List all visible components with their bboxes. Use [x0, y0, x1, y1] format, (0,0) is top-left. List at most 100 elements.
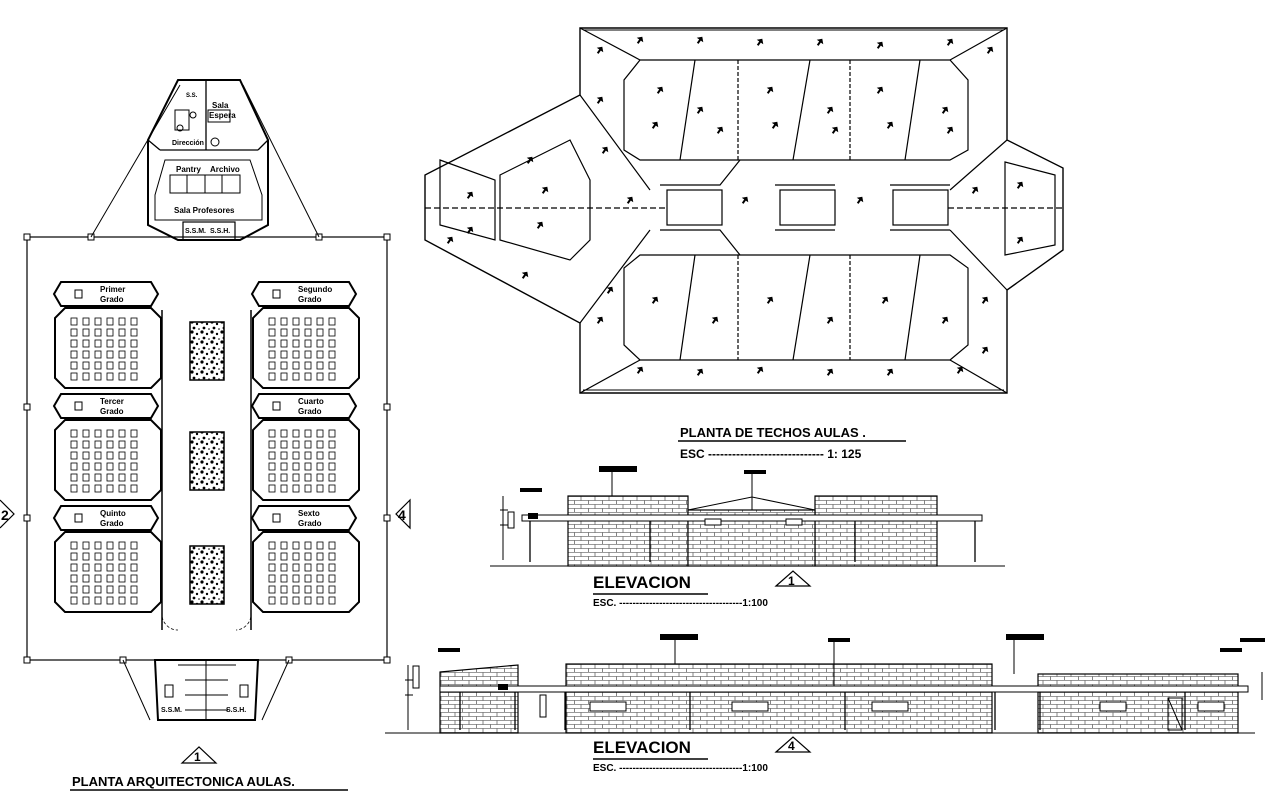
desk	[328, 339, 336, 348]
drainage-arrow-icon	[971, 186, 979, 194]
desk	[82, 372, 90, 381]
desk	[106, 574, 114, 583]
axis-left-label: 2	[1, 507, 9, 523]
desk	[130, 563, 138, 572]
drainage-arrow-icon	[596, 316, 604, 324]
drainage-arrow-icon	[876, 86, 884, 94]
classroom-name-line1: Segundo	[298, 285, 332, 294]
desk	[130, 372, 138, 381]
desk	[292, 574, 300, 583]
desk	[280, 484, 288, 493]
desk	[130, 317, 138, 326]
drainage-arrow-icon	[696, 36, 704, 44]
desk	[106, 484, 114, 493]
desk	[70, 429, 78, 438]
desk	[118, 440, 126, 449]
desk	[118, 361, 126, 370]
desk	[328, 372, 336, 381]
desk	[106, 339, 114, 348]
desk	[94, 462, 102, 471]
desk	[328, 585, 336, 594]
admin-block	[147, 79, 269, 241]
desk	[292, 552, 300, 561]
classroom-name-line1: Quinto	[100, 509, 126, 518]
desk	[268, 574, 276, 583]
desk	[304, 552, 312, 561]
desk	[292, 339, 300, 348]
drainage-arrow-icon	[981, 346, 989, 354]
desk	[304, 361, 312, 370]
desk	[118, 372, 126, 381]
desk	[82, 328, 90, 337]
desk	[316, 473, 324, 482]
desk	[292, 462, 300, 471]
desk	[316, 451, 324, 460]
desk	[280, 317, 288, 326]
desk	[268, 484, 276, 493]
drainage-arrow-icon	[941, 316, 949, 324]
elevation-1-title: ELEVACION	[593, 573, 691, 592]
desk	[292, 317, 300, 326]
desk	[118, 585, 126, 594]
desk	[106, 473, 114, 482]
desk	[82, 563, 90, 572]
desk	[328, 361, 336, 370]
admin-sala-label: Sala	[212, 101, 229, 110]
drainage-arrow-icon	[596, 96, 604, 104]
desk	[106, 552, 114, 561]
desk	[106, 451, 114, 460]
desk	[328, 596, 336, 605]
roof-plan-title: PLANTA DE TECHOS AULAS .	[680, 425, 866, 440]
desk	[280, 541, 288, 550]
desk	[328, 429, 336, 438]
desk	[130, 552, 138, 561]
admin-direccion-label: Dirección	[172, 140, 204, 147]
classroom-name-line1: Sexto	[298, 509, 320, 518]
classroom-name-line1: Cuarto	[298, 397, 324, 406]
desk	[118, 451, 126, 460]
desk	[94, 585, 102, 594]
desk	[82, 339, 90, 348]
desk	[292, 585, 300, 594]
desk	[316, 574, 324, 583]
desk	[316, 462, 324, 471]
desk	[268, 372, 276, 381]
desk	[280, 372, 288, 381]
drainage-arrow-icon	[941, 106, 949, 114]
desk	[304, 328, 312, 337]
drainage-arrow-icon	[526, 156, 534, 164]
desk	[118, 473, 126, 482]
desk	[94, 484, 102, 493]
admin-ssm-label: S.S.M.	[185, 228, 206, 235]
drainage-arrow-icon	[651, 296, 659, 304]
desk	[82, 574, 90, 583]
desk	[70, 350, 78, 359]
desk	[94, 563, 102, 572]
classroom-name-line2: Grado	[100, 295, 124, 304]
desk	[268, 585, 276, 594]
drainage-arrow-icon	[876, 41, 884, 49]
classroom-name-line2: Grado	[100, 407, 124, 416]
desk	[316, 563, 324, 572]
desk	[70, 317, 78, 326]
desk	[118, 596, 126, 605]
desk	[130, 585, 138, 594]
desk	[94, 596, 102, 605]
desk	[94, 440, 102, 449]
desk	[304, 372, 312, 381]
floor-plan: S.S. Sala Espera Dirección Pantry Archiv…	[0, 79, 411, 791]
desk	[130, 473, 138, 482]
desk	[268, 462, 276, 471]
drainage-arrow-icon	[606, 286, 614, 294]
desk	[118, 350, 126, 359]
admin-ss-label: S.S.	[186, 93, 198, 99]
drainage-arrow-icon	[826, 106, 834, 114]
desk	[118, 317, 126, 326]
desk	[328, 462, 336, 471]
drainage-arrow-icon	[946, 126, 954, 134]
desk	[106, 372, 114, 381]
desk	[118, 574, 126, 583]
